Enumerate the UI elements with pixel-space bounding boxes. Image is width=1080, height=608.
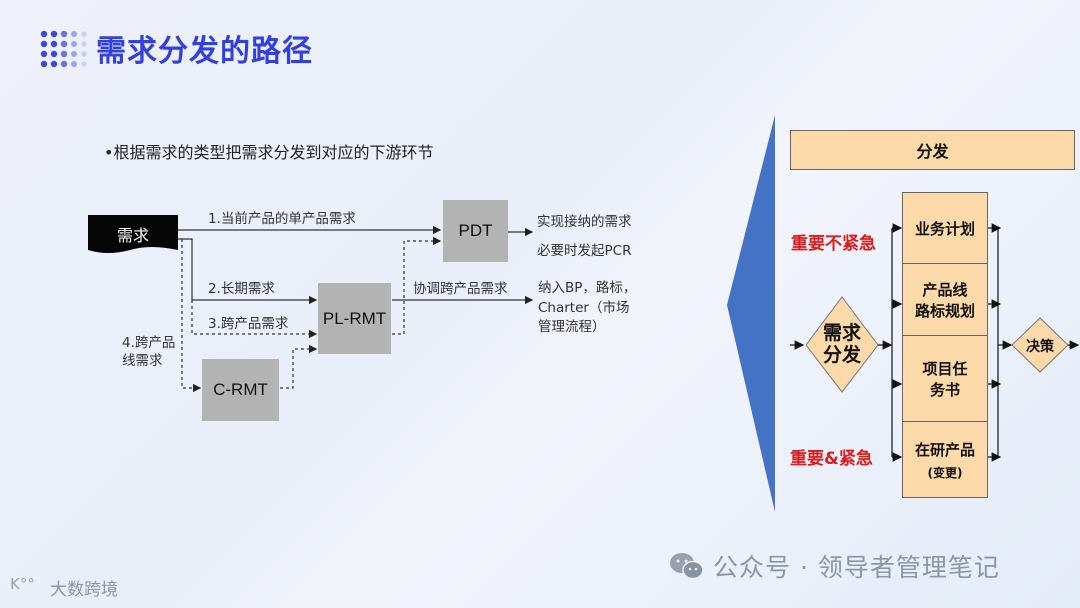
watermark-left: 大数跨境: [50, 580, 118, 600]
dots-logo-icon: [40, 30, 87, 68]
path-label-3: 3.跨产品需求: [208, 316, 289, 332]
stage-1-label: 业务计划: [914, 219, 975, 238]
source-shape: [88, 215, 178, 253]
label-important-not-urgent: 重要不紧急: [791, 234, 876, 254]
decision-label: 决策: [1026, 339, 1054, 355]
pdt-output-2: 必要时发起PCR: [537, 243, 632, 259]
stage-3-line1: 项目任: [922, 359, 968, 378]
page-title: 需求分发的路径: [96, 34, 313, 69]
pl-output-1: 纳入BP，路标，: [538, 280, 637, 296]
diamond-line-2: 分发: [822, 344, 861, 366]
pl-output-3: 管理流程）: [538, 319, 606, 335]
c-rmt-box: C-RMT: [202, 359, 279, 421]
distribution-header: 分发: [790, 130, 1075, 170]
funnel-triangle: [727, 115, 775, 512]
diamond-shape: [805, 296, 879, 393]
stage-2-line2: 路标规划: [914, 301, 975, 320]
pl-rmt-box: PL-RMT: [318, 283, 391, 354]
stage-in-dev-product: 在研产品 (变更): [902, 422, 988, 498]
stage-stack: 业务计划 产品线路标规划 项目任务书 在研产品 (变更): [902, 192, 988, 498]
label-important-urgent: 重要&紧急: [790, 449, 873, 469]
bullet-text: •根据需求的类型把需求分发到对应的下游环节: [104, 143, 434, 162]
watermark-wechat: 公众号 · 领导者管理笔记: [713, 553, 1000, 582]
diamond-line-1: 需求: [822, 322, 861, 344]
pdt-output-1: 实现接纳的需求: [537, 214, 632, 230]
watermark-logo-icon: K°°: [10, 575, 35, 593]
stage-roadmap: 产品线路标规划: [902, 264, 988, 336]
wechat-icon: [670, 553, 704, 580]
stage-2-line1: 产品线: [922, 280, 968, 299]
path-label-4a: 4.跨产品: [122, 335, 176, 351]
coord-label: 协调跨产品需求: [413, 281, 508, 297]
diamond-label: 需求 分发: [820, 322, 864, 366]
stage-4-line1: 在研产品: [914, 440, 975, 459]
pdt-box: PDT: [443, 200, 508, 262]
path-label-1: 1.当前产品的单产品需求: [208, 211, 356, 227]
path-label-4b: 线需求: [122, 353, 163, 369]
pl-output-2: Charter（市场: [538, 300, 630, 316]
source-requirement: 需求: [116, 226, 149, 245]
stage-project-charter: 项目任务书: [902, 336, 988, 422]
stage-4-line2: (变更): [927, 465, 963, 480]
path-label-2: 2.长期需求: [208, 281, 275, 297]
stage-3-line2: 务书: [929, 380, 960, 399]
stage-business-plan: 业务计划: [902, 192, 988, 264]
decision-shape: [1011, 317, 1069, 373]
